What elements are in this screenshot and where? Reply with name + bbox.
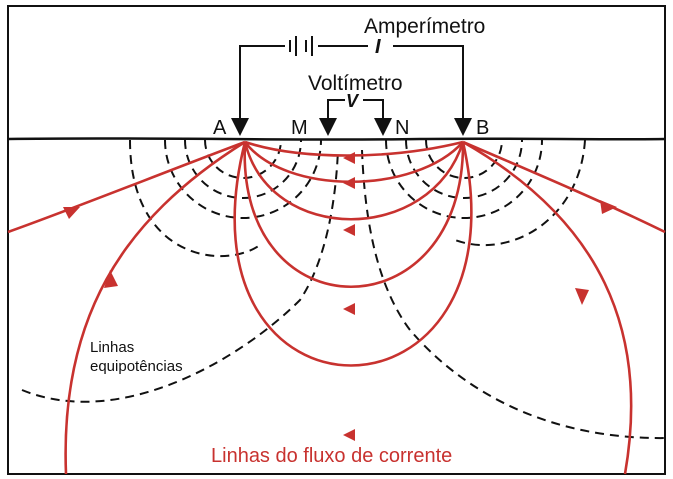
electrode-m-label: M: [291, 117, 308, 139]
ammeter-wire-left: [239, 45, 285, 120]
current-arrowhead: [575, 288, 589, 305]
current-arrowhead: [104, 270, 118, 288]
current-flow-label: Linhas do fluxo de corrente: [211, 445, 452, 467]
current-arrowhead: [63, 207, 80, 219]
electrode-a-label: A: [213, 117, 227, 139]
current-line: [64, 140, 246, 475]
electrode-b-label: B: [476, 117, 489, 139]
equipotential-line: [361, 149, 669, 440]
current-arrowhead: [343, 429, 355, 441]
current-arrowhead: [343, 303, 355, 315]
ammeter-symbol: I: [375, 36, 381, 58]
equipotential-line: [164, 139, 322, 219]
diagram-frame: [7, 5, 666, 475]
ammeter-wire-right: [393, 45, 464, 120]
current-line: [462, 140, 633, 475]
voltmeter-label: Voltímetro: [308, 72, 403, 95]
current-line: [243, 141, 465, 288]
voltmeter-wire-right: [363, 99, 384, 120]
current-arrowhead: [343, 152, 355, 164]
electrode-a-arrow: [231, 118, 249, 136]
electrode-m-arrow: [319, 118, 337, 136]
equipotential-line: [129, 139, 261, 258]
equipotential-line: [425, 139, 503, 179]
current-line: [7, 140, 246, 234]
equipotential-lines: [21, 139, 669, 440]
electrode-n-label: N: [395, 117, 409, 139]
battery-icon: [289, 36, 313, 56]
equipotential-label-line2: equipotências: [90, 358, 183, 375]
current-line: [243, 141, 465, 221]
current-arrowhead: [343, 224, 355, 236]
current-arrowhead: [600, 200, 617, 214]
current-arrowhead: [343, 177, 355, 189]
equipotential-line: [454, 139, 586, 246]
electrode-n-arrow: [374, 118, 392, 136]
electrode-arrows: [231, 118, 472, 136]
current-line: [233, 141, 473, 367]
current-flow-lines: [7, 140, 666, 475]
current-line: [462, 140, 666, 234]
equipotential-line: [21, 149, 339, 403]
equipotential-line: [385, 139, 543, 219]
equipotential-line: [184, 139, 302, 199]
equipotential-label-line1: Linhas: [90, 339, 134, 356]
electrode-b-arrow: [454, 118, 472, 136]
voltmeter-wire-left: [327, 99, 345, 120]
voltmeter-symbol: V: [346, 91, 360, 111]
ammeter-label: Amperímetro: [364, 15, 485, 38]
current-arrowheads: [63, 152, 617, 441]
ground-surface: [7, 137, 666, 141]
ammeter-circuit: [239, 45, 464, 120]
voltmeter-circuit: [327, 99, 384, 120]
current-line: [244, 140, 464, 157]
